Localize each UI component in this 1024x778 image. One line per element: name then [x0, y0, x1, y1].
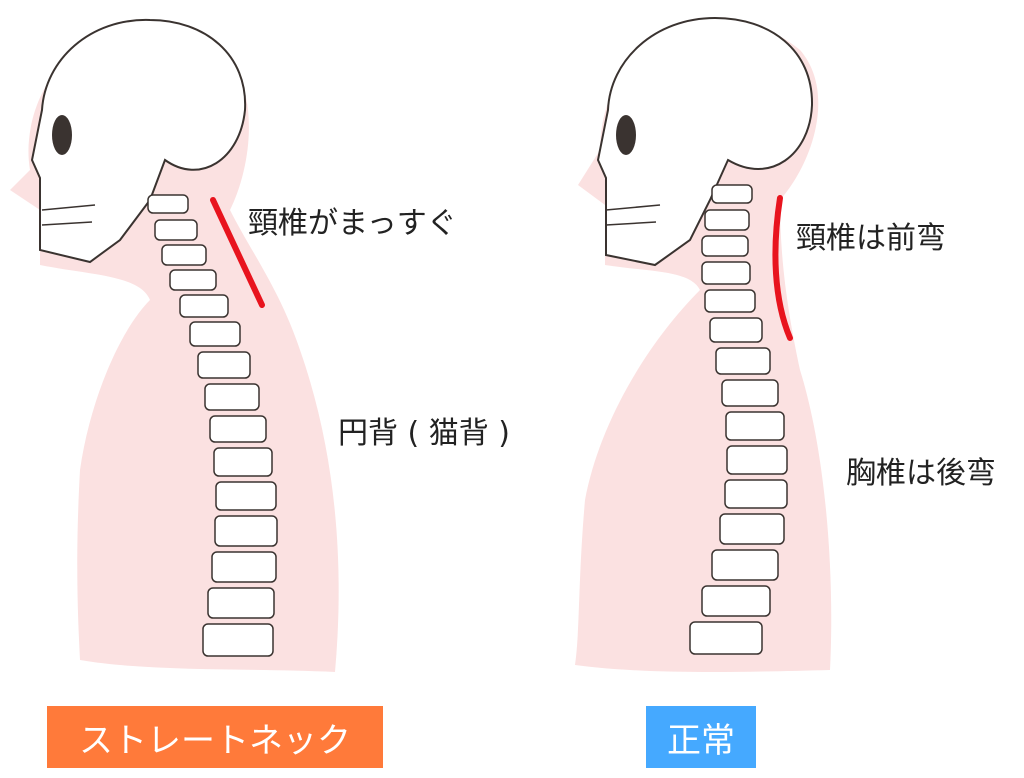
thoracic-kyphosis-annotation: 胸椎は後弯: [846, 456, 996, 491]
skull: [30, 18, 247, 264]
straight-neck-curve: [210, 197, 265, 308]
cervical-lordosis-annotation: 頸椎は前弯: [796, 221, 946, 256]
straight-neck-annotation: 頸椎がまっすぐ: [248, 206, 457, 241]
straight-neck-caption: ストレートネック: [47, 706, 383, 768]
straight-neck-figure: [10, 18, 339, 672]
teeth: [605, 204, 661, 226]
spine: [147, 194, 278, 657]
eye-socket: [616, 115, 636, 155]
spine: [689, 184, 788, 655]
eye-socket: [52, 115, 72, 155]
normal-figure: [575, 16, 832, 673]
skull: [596, 16, 814, 267]
rounded-back-annotation: 円背 ( 猫背 ): [338, 416, 511, 451]
lordosis-curve: [772, 195, 793, 341]
teeth: [41, 204, 96, 226]
normal-caption: 正常: [646, 706, 756, 768]
